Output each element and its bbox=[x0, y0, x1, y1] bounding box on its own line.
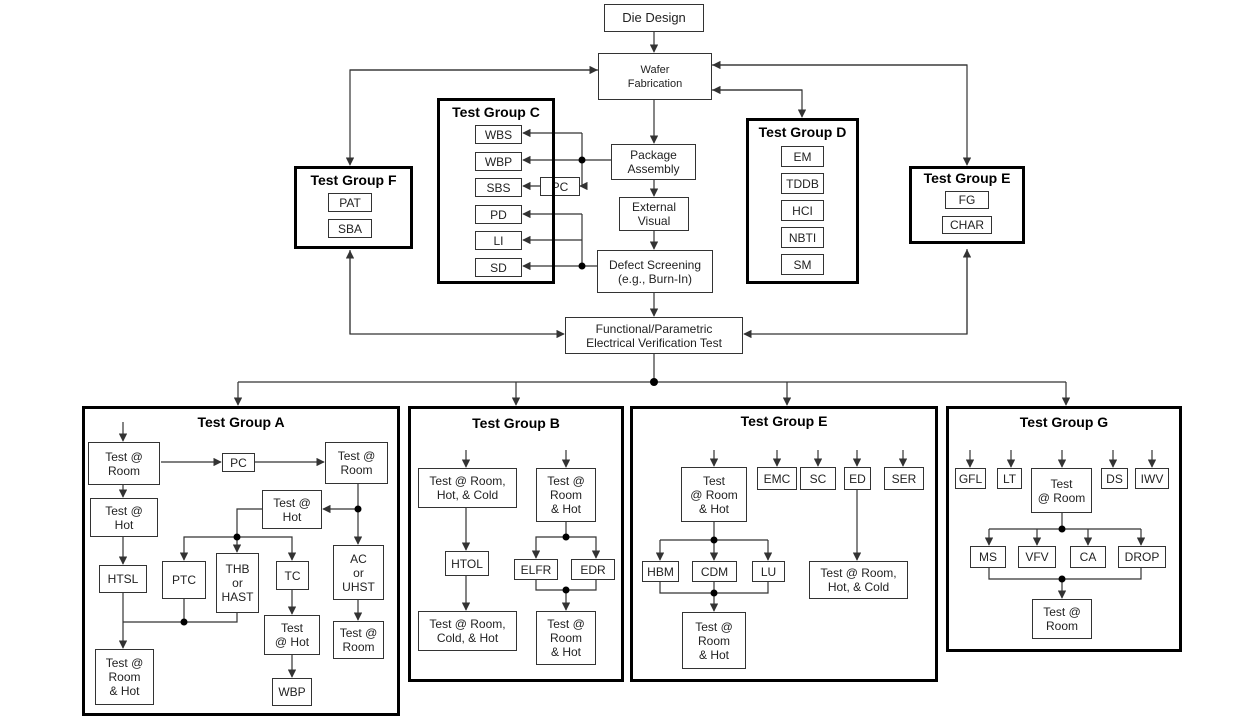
test-group-c-title: Test Group C bbox=[452, 104, 540, 120]
group-b-test-room-hot-cold: Test @ Room, Hot, & Cold bbox=[418, 468, 517, 508]
test-group-d-title: Test Group D bbox=[758, 124, 847, 140]
group-g-lt: LT bbox=[997, 468, 1022, 489]
group-a-test-room-hot: Test @ Room & Hot bbox=[95, 649, 154, 705]
group-a-test-hot-2: Test @ Hot bbox=[262, 490, 322, 529]
group-c-item: PD bbox=[475, 205, 522, 224]
group-c-item: LI bbox=[475, 231, 522, 250]
external-visual-box: External Visual bbox=[619, 197, 689, 231]
group-g-gfl: GFL bbox=[955, 468, 986, 489]
group-a-ac: AC or UHST bbox=[333, 545, 384, 600]
group-a-thb: THB or HAST bbox=[216, 553, 259, 613]
group-e-emc: EMC bbox=[757, 467, 797, 490]
group-a-ptc: PTC bbox=[162, 561, 206, 599]
test-group-e-title: Test Group E bbox=[740, 413, 828, 429]
group-g-drop: DROP bbox=[1118, 546, 1166, 568]
group-e-top-item: CHAR bbox=[942, 216, 992, 234]
group-a-test-room-2: Test @ Room bbox=[325, 442, 388, 484]
group-b-test-room-hot: Test @ Room & Hot bbox=[536, 468, 596, 522]
group-a-wbp: WBP bbox=[272, 678, 312, 706]
group-b-test-room-cold-hot: Test @ Room, Cold, & Hot bbox=[418, 611, 517, 651]
group-g-ca: CA bbox=[1070, 546, 1106, 568]
group-a-test-room-1: Test @ Room bbox=[88, 442, 160, 485]
group-b-htol: HTOL bbox=[445, 551, 489, 576]
group-d-item: TDDB bbox=[781, 173, 824, 194]
defect-screening-box: Defect Screening (e.g., Burn-In) bbox=[597, 250, 713, 293]
group-b-test-room-hot-2: Test @ Room & Hot bbox=[536, 611, 596, 665]
group-e-ed: ED bbox=[844, 467, 871, 490]
group-b-edr: EDR bbox=[571, 559, 615, 580]
group-c-item: WBS bbox=[475, 125, 522, 144]
group-g-iwv: IWV bbox=[1135, 468, 1169, 489]
group-e-test-room-hot-cold: Test @ Room, Hot, & Cold bbox=[809, 561, 908, 599]
group-e-lu: LU bbox=[752, 561, 785, 582]
group-e-test-room-hot: Test @ Room & Hot bbox=[681, 467, 747, 522]
test-group-f-title: Test Group F bbox=[310, 172, 397, 188]
group-a-test-hot-1: Test @ Hot bbox=[90, 498, 158, 537]
group-d-item: EM bbox=[781, 146, 824, 167]
group-f-item: SBA bbox=[328, 219, 372, 238]
test-group-a-title: Test Group A bbox=[197, 414, 285, 430]
test-group-b bbox=[408, 406, 624, 682]
group-g-ms: MS bbox=[970, 546, 1006, 568]
test-group-g-title: Test Group G bbox=[1019, 414, 1109, 430]
group-d-item: HCI bbox=[781, 200, 824, 221]
group-d-item: NBTI bbox=[781, 227, 824, 248]
group-b-elfr: ELFR bbox=[514, 559, 558, 580]
group-a-tc: TC bbox=[276, 561, 309, 590]
test-group-d bbox=[746, 118, 859, 284]
test-group-b-title: Test Group B bbox=[472, 415, 560, 431]
group-e-cdm: CDM bbox=[692, 561, 737, 582]
test-group-c bbox=[437, 98, 555, 284]
group-g-test-room: Test @ Room bbox=[1031, 468, 1092, 513]
group-a-test-room-3: Test @ Room bbox=[333, 621, 384, 659]
test-group-g bbox=[946, 406, 1182, 652]
group-e-sc: SC bbox=[800, 467, 836, 490]
group-c-item: SD bbox=[475, 258, 522, 277]
group-e-ser: SER bbox=[884, 467, 924, 490]
die-design-box: Die Design bbox=[604, 4, 704, 32]
test-group-e bbox=[630, 406, 938, 682]
group-e-top-item: FG bbox=[945, 191, 989, 209]
group-f-item: PAT bbox=[328, 193, 372, 212]
group-g-vfv: VFV bbox=[1018, 546, 1056, 568]
group-c-item: SBS bbox=[475, 178, 522, 197]
functional-parametric-box: Functional/Parametric Electrical Verific… bbox=[565, 317, 743, 354]
wafer-fabrication-box: Wafer Fabrication bbox=[598, 53, 712, 100]
group-d-item: SM bbox=[781, 254, 824, 275]
test-group-e-top bbox=[909, 166, 1025, 244]
test-group-a bbox=[82, 406, 400, 716]
group-a-htsl: HTSL bbox=[99, 565, 147, 593]
group-a-pc: PC bbox=[222, 453, 255, 472]
group-a-test-hot-3: Test @ Hot bbox=[264, 615, 320, 655]
test-group-e-top-title: Test Group E bbox=[923, 170, 1011, 186]
group-g-test-room-2: Test @ Room bbox=[1032, 599, 1092, 639]
group-g-ds: DS bbox=[1101, 468, 1128, 489]
group-e-hbm: HBM bbox=[642, 561, 679, 582]
group-c-item: WBP bbox=[475, 152, 522, 171]
pc-box: PC bbox=[540, 177, 580, 196]
group-e-test-room-hot-2: Test @ Room & Hot bbox=[682, 612, 746, 669]
package-assembly-box: Package Assembly bbox=[611, 144, 696, 180]
test-group-f bbox=[294, 166, 413, 249]
